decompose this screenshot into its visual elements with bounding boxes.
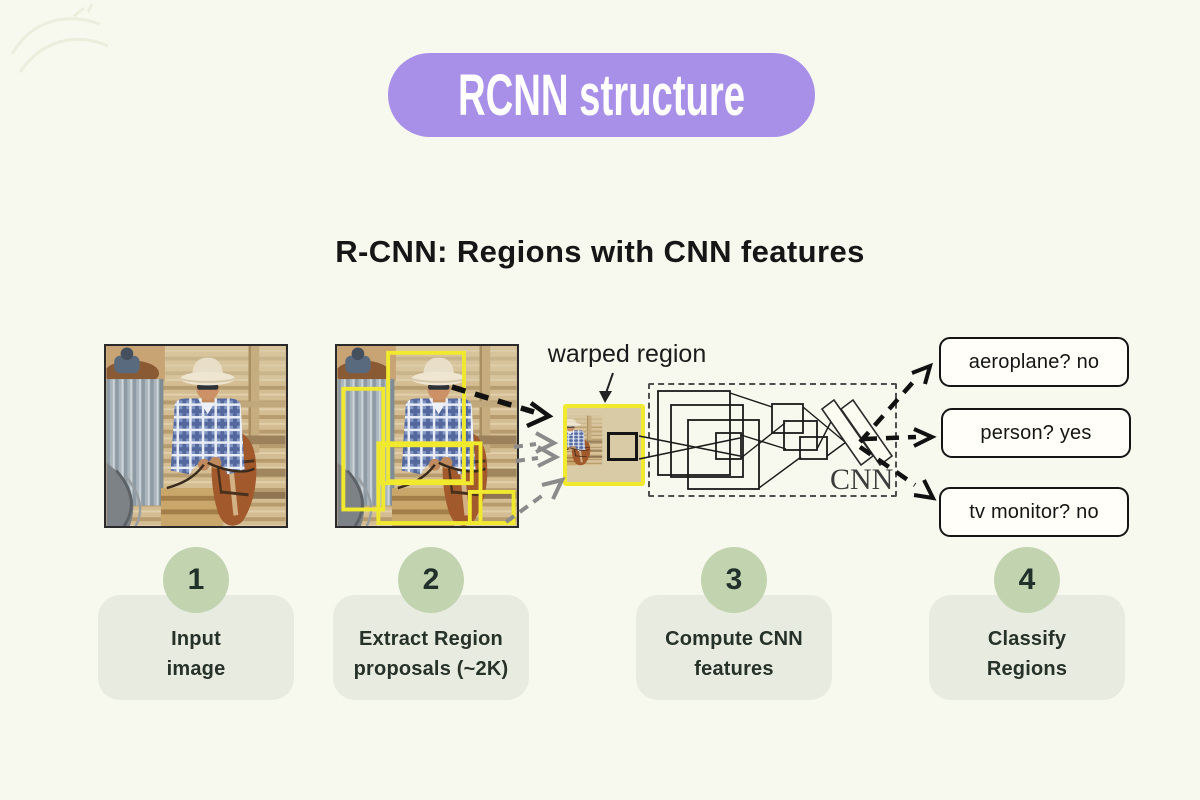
classification-box-aeroplane: aeroplane? no (939, 337, 1129, 387)
step-compute-features: 3 Compute CNN features (636, 547, 832, 700)
input-image (104, 344, 288, 528)
step-number-badge: 3 (701, 547, 767, 613)
warped-region-image (563, 404, 645, 486)
step-label-line-2: Regions (986, 657, 1068, 680)
warped-region-label: warped region (547, 340, 707, 368)
warped-label-arrow (599, 372, 614, 403)
title-badge: RCNN structure (388, 53, 815, 137)
step-label-line-1: Classify (987, 627, 1067, 650)
cnn-output-arrowheads (911, 362, 937, 501)
step-label-line-2: proposals (~2K) (353, 657, 509, 680)
step-label-line-2: features (694, 657, 774, 680)
step-classify-regions: 4 Classify Regions (929, 547, 1125, 700)
input-image-photo (106, 346, 286, 526)
step-card: Extract Region proposals (~2K) (333, 595, 529, 700)
corner-doodle (10, 3, 109, 73)
step-extract-proposals: 2 Extract Region proposals (~2K) (333, 547, 529, 700)
classification-box-tv-monitor: tv monitor? no (939, 487, 1129, 537)
step-input-image: 1 Input image (98, 547, 294, 700)
proposal-to-warp-arrow-gray-1 (513, 431, 559, 454)
warped-region-focus-box (607, 432, 638, 461)
classification-box-person: person? yes (941, 408, 1131, 458)
region-proposal-boxes (341, 350, 516, 526)
classification-label: person? yes (980, 421, 1092, 444)
step-label-line-1: Extract Region (359, 627, 503, 650)
step-number-badge: 2 (398, 547, 464, 613)
step-number-badge: 4 (994, 547, 1060, 613)
cnn-dashed-box (648, 383, 897, 497)
proposal-to-warp-arrow-gray-2 (515, 445, 561, 468)
step-label-line-1: Compute CNN (665, 627, 803, 650)
region-proposals-image (335, 344, 519, 528)
step-label-line-2: image (166, 657, 226, 680)
classification-label: aeroplane? no (968, 350, 1100, 373)
step-number-badge: 1 (163, 547, 229, 613)
region-proposals-photo (337, 346, 517, 526)
title-badge-label: RCNN structure (457, 62, 746, 128)
classification-label: tv monitor? no (969, 500, 1099, 523)
step-label-line-1: Input (171, 627, 221, 650)
section-heading: R-CNN: Regions with CNN features (335, 234, 865, 269)
